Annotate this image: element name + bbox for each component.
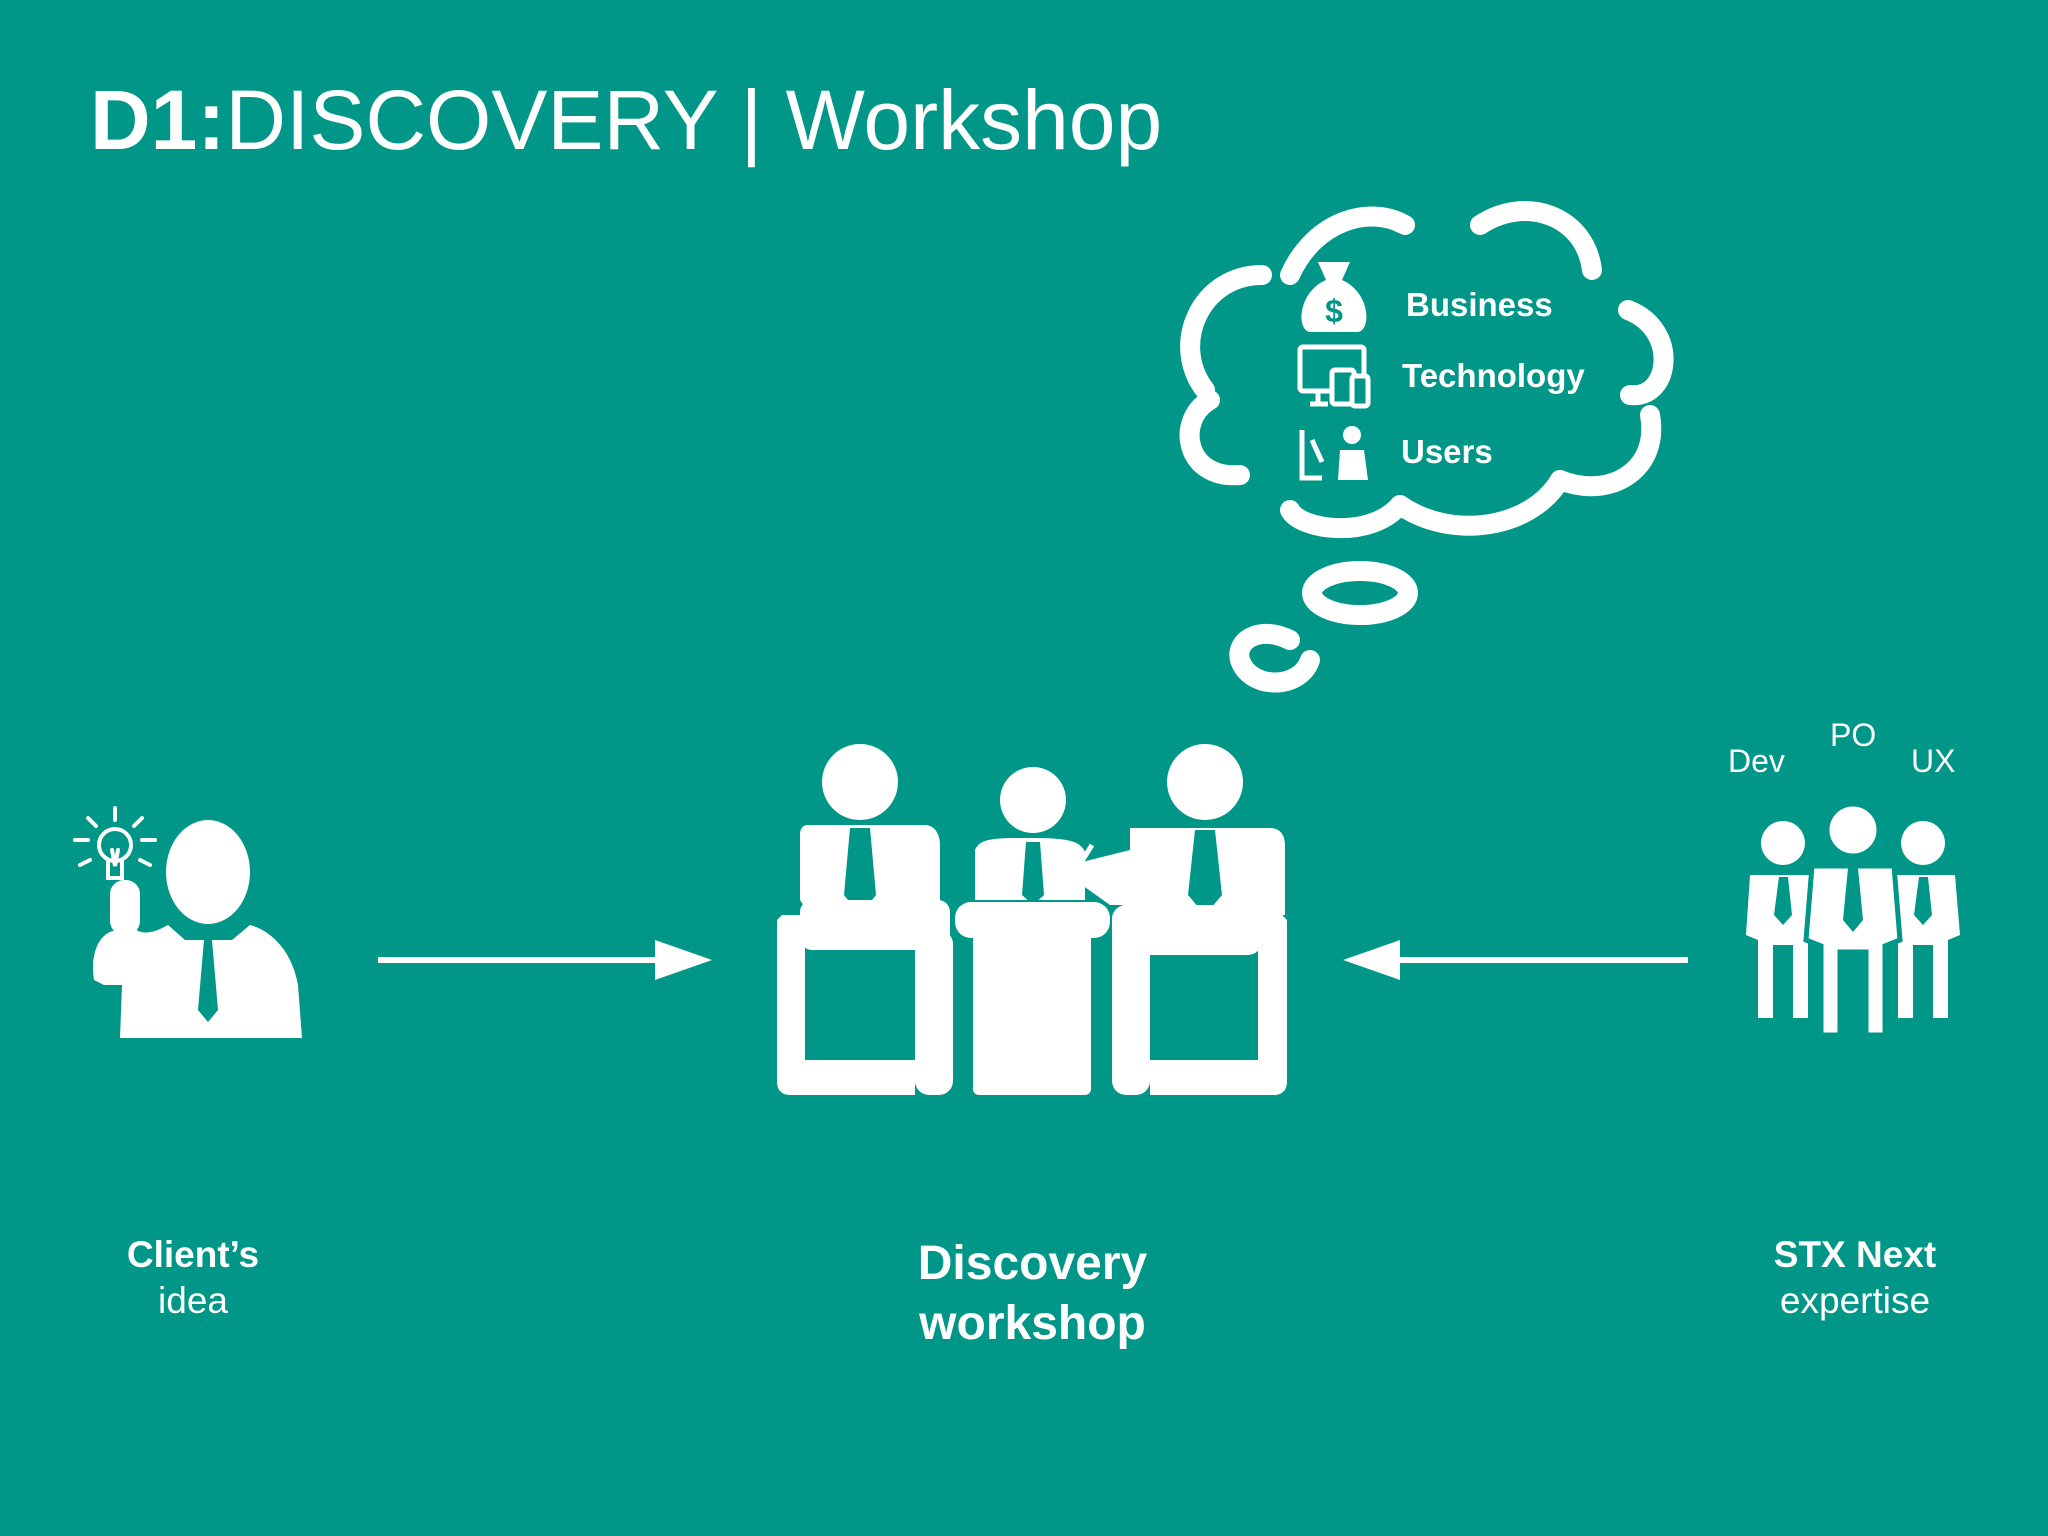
stx-label-bold: STX Next	[1773, 1234, 1937, 1275]
workshop-meeting-icon	[777, 744, 1287, 1095]
title-rest: Workshop	[785, 73, 1163, 167]
role-dev: Dev	[1728, 743, 1785, 779]
cloud-item-users: Users	[1401, 433, 1493, 470]
money-bag-icon: $	[1301, 262, 1367, 332]
role-po: PO	[1830, 717, 1877, 753]
devices-icon	[1297, 344, 1371, 409]
arrow-left	[1343, 940, 1688, 980]
title-main: DISCOVERY	[225, 73, 718, 167]
discovery-workshop-label: Discovery workshop	[880, 1234, 1185, 1354]
discovery-label-line2: workshop	[919, 1297, 1146, 1350]
client-label-bold: Client’s	[126, 1234, 260, 1275]
stx-expertise-label: STX Next expertise	[1740, 1232, 1970, 1324]
stx-label-light: expertise	[1779, 1280, 1931, 1321]
client-figure	[73, 806, 303, 1038]
team-icon	[1746, 801, 1960, 1038]
cloud-item-business: Business	[1406, 286, 1553, 323]
title-prefix: D1:	[90, 73, 226, 167]
cloud-item-technology: Technology	[1402, 357, 1585, 394]
user-research-icon	[1299, 426, 1368, 481]
thought-cloud	[1179, 201, 1674, 693]
title-separator: |	[717, 73, 786, 167]
arrow-right	[378, 940, 712, 980]
client-idea-label: Client’s idea	[113, 1232, 273, 1324]
page-title: D1:DISCOVERY | Workshop	[90, 70, 1162, 170]
svg-text:$: $	[1325, 293, 1343, 329]
role-ux: UX	[1911, 743, 1956, 779]
client-label-light: idea	[158, 1280, 228, 1321]
discovery-label-line1: Discovery	[917, 1237, 1148, 1290]
lightbulb-icon	[73, 806, 157, 880]
